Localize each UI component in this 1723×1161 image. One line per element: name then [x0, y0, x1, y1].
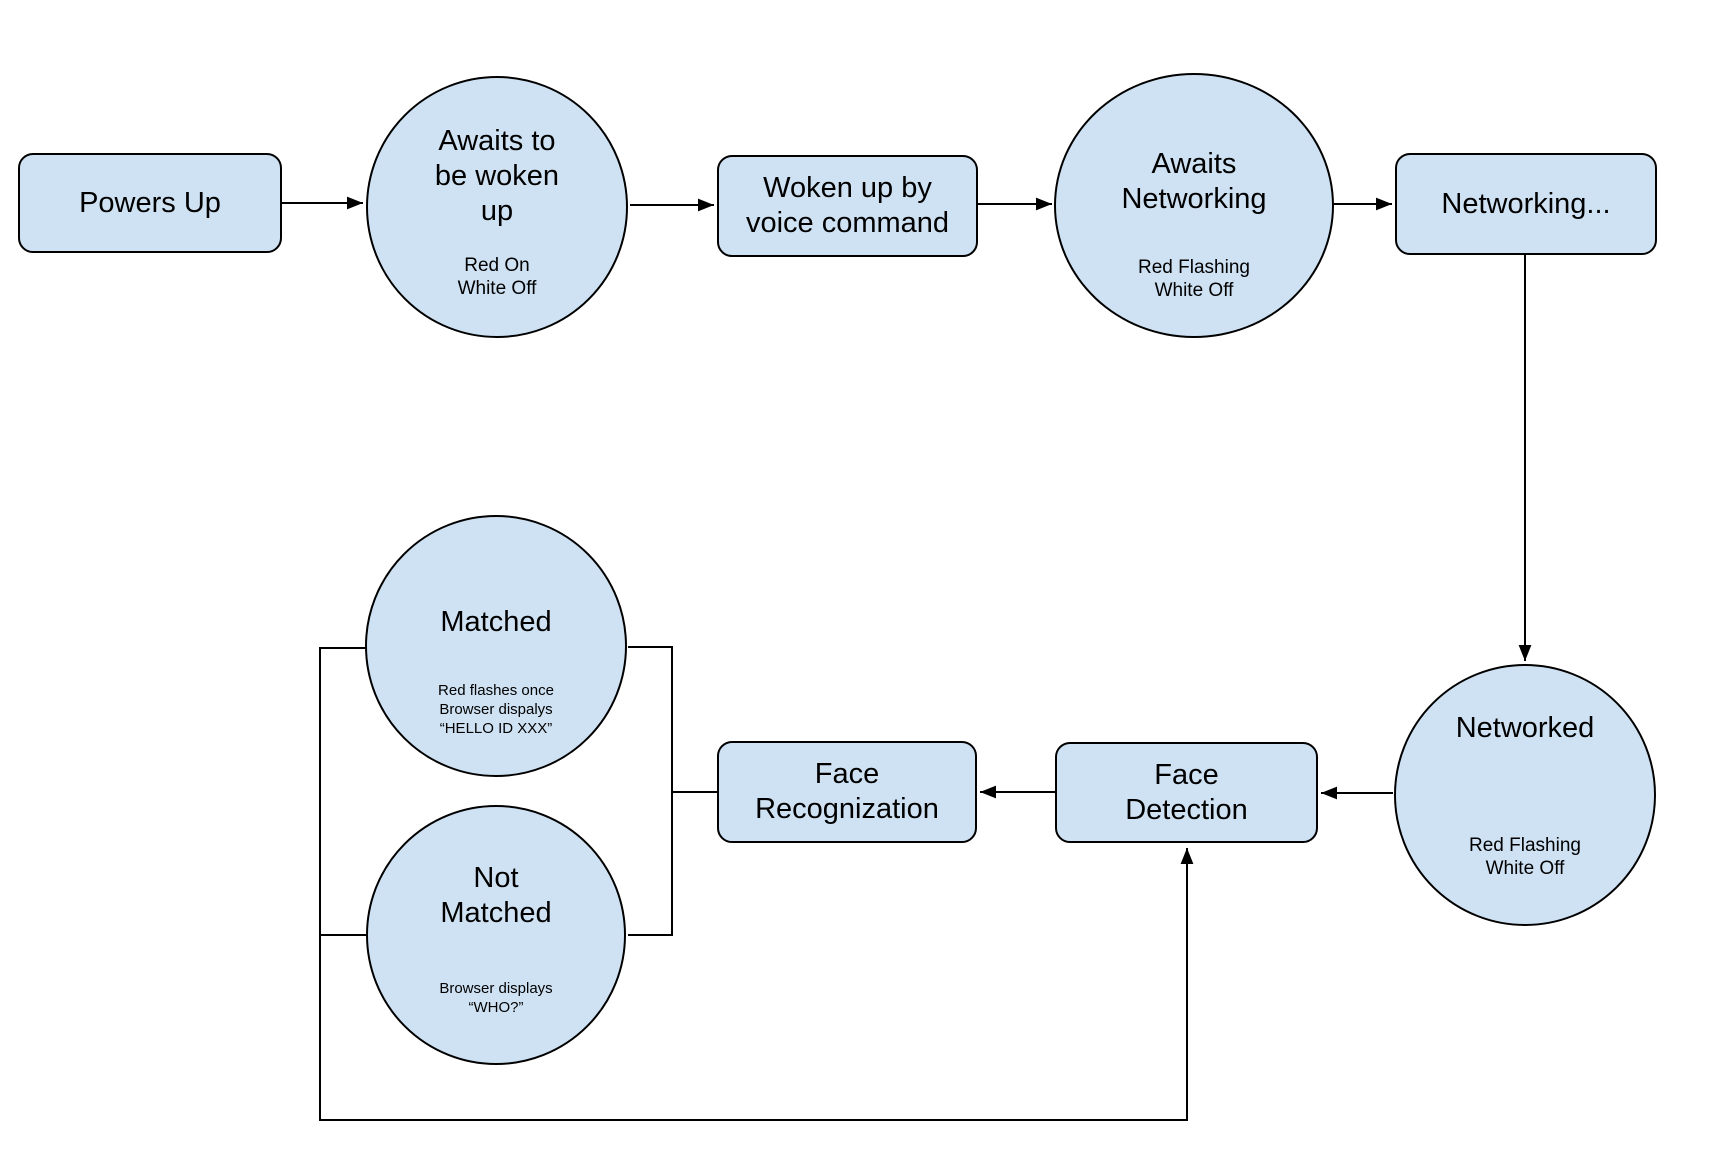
node-awaits-networking-label: Awaits Networking — [1121, 148, 1267, 215]
node-awaits-to-be-woken-up-label: Awaits to be woken up — [434, 125, 560, 227]
node-awaits-to-be-woken-up: Awaits to be woken up Red On White Off — [366, 76, 628, 338]
node-networking-label: Networking... — [1441, 187, 1611, 220]
node-matched: Matched Red flashes once Browser dispaly… — [365, 515, 627, 777]
node-face-recognization: Face Recognization — [717, 741, 977, 843]
node-matched-label: Matched — [440, 606, 552, 638]
node-powers-up-label: Powers Up — [79, 186, 221, 219]
node-not-matched-label: Not Matched — [440, 862, 552, 929]
node-matched-sublabel: Red flashes once Browser dispalys “HELLO… — [438, 682, 554, 737]
node-networked-label: Networked — [1455, 712, 1595, 744]
node-awaits-networking: Awaits Networking Red Flashing White Off — [1054, 73, 1334, 338]
node-powers-up: Powers Up — [18, 153, 282, 253]
node-networking: Networking... — [1395, 153, 1657, 255]
node-not-matched: Not Matched Browser displays “WHO?” — [366, 805, 626, 1065]
node-networked: Networked Red Flashing White Off — [1394, 664, 1656, 926]
node-awaits-networking-sublabel: Red Flashing White Off — [1138, 257, 1250, 301]
node-face-recognization-label: Face Recognization — [755, 758, 939, 825]
node-woken-up-by-voice-command-label: Woken up by voice command — [745, 172, 950, 239]
node-networked-sublabel: Red Flashing White Off — [1469, 835, 1581, 879]
node-not-matched-sublabel: Browser displays “WHO?” — [439, 980, 553, 1016]
node-woken-up-by-voice-command: Woken up by voice command — [717, 155, 978, 257]
node-face-detection: Face Detection — [1055, 742, 1318, 843]
node-face-detection-label: Face Detection — [1125, 758, 1248, 826]
node-awaits-to-be-woken-up-sublabel: Red On White Off — [457, 255, 537, 299]
